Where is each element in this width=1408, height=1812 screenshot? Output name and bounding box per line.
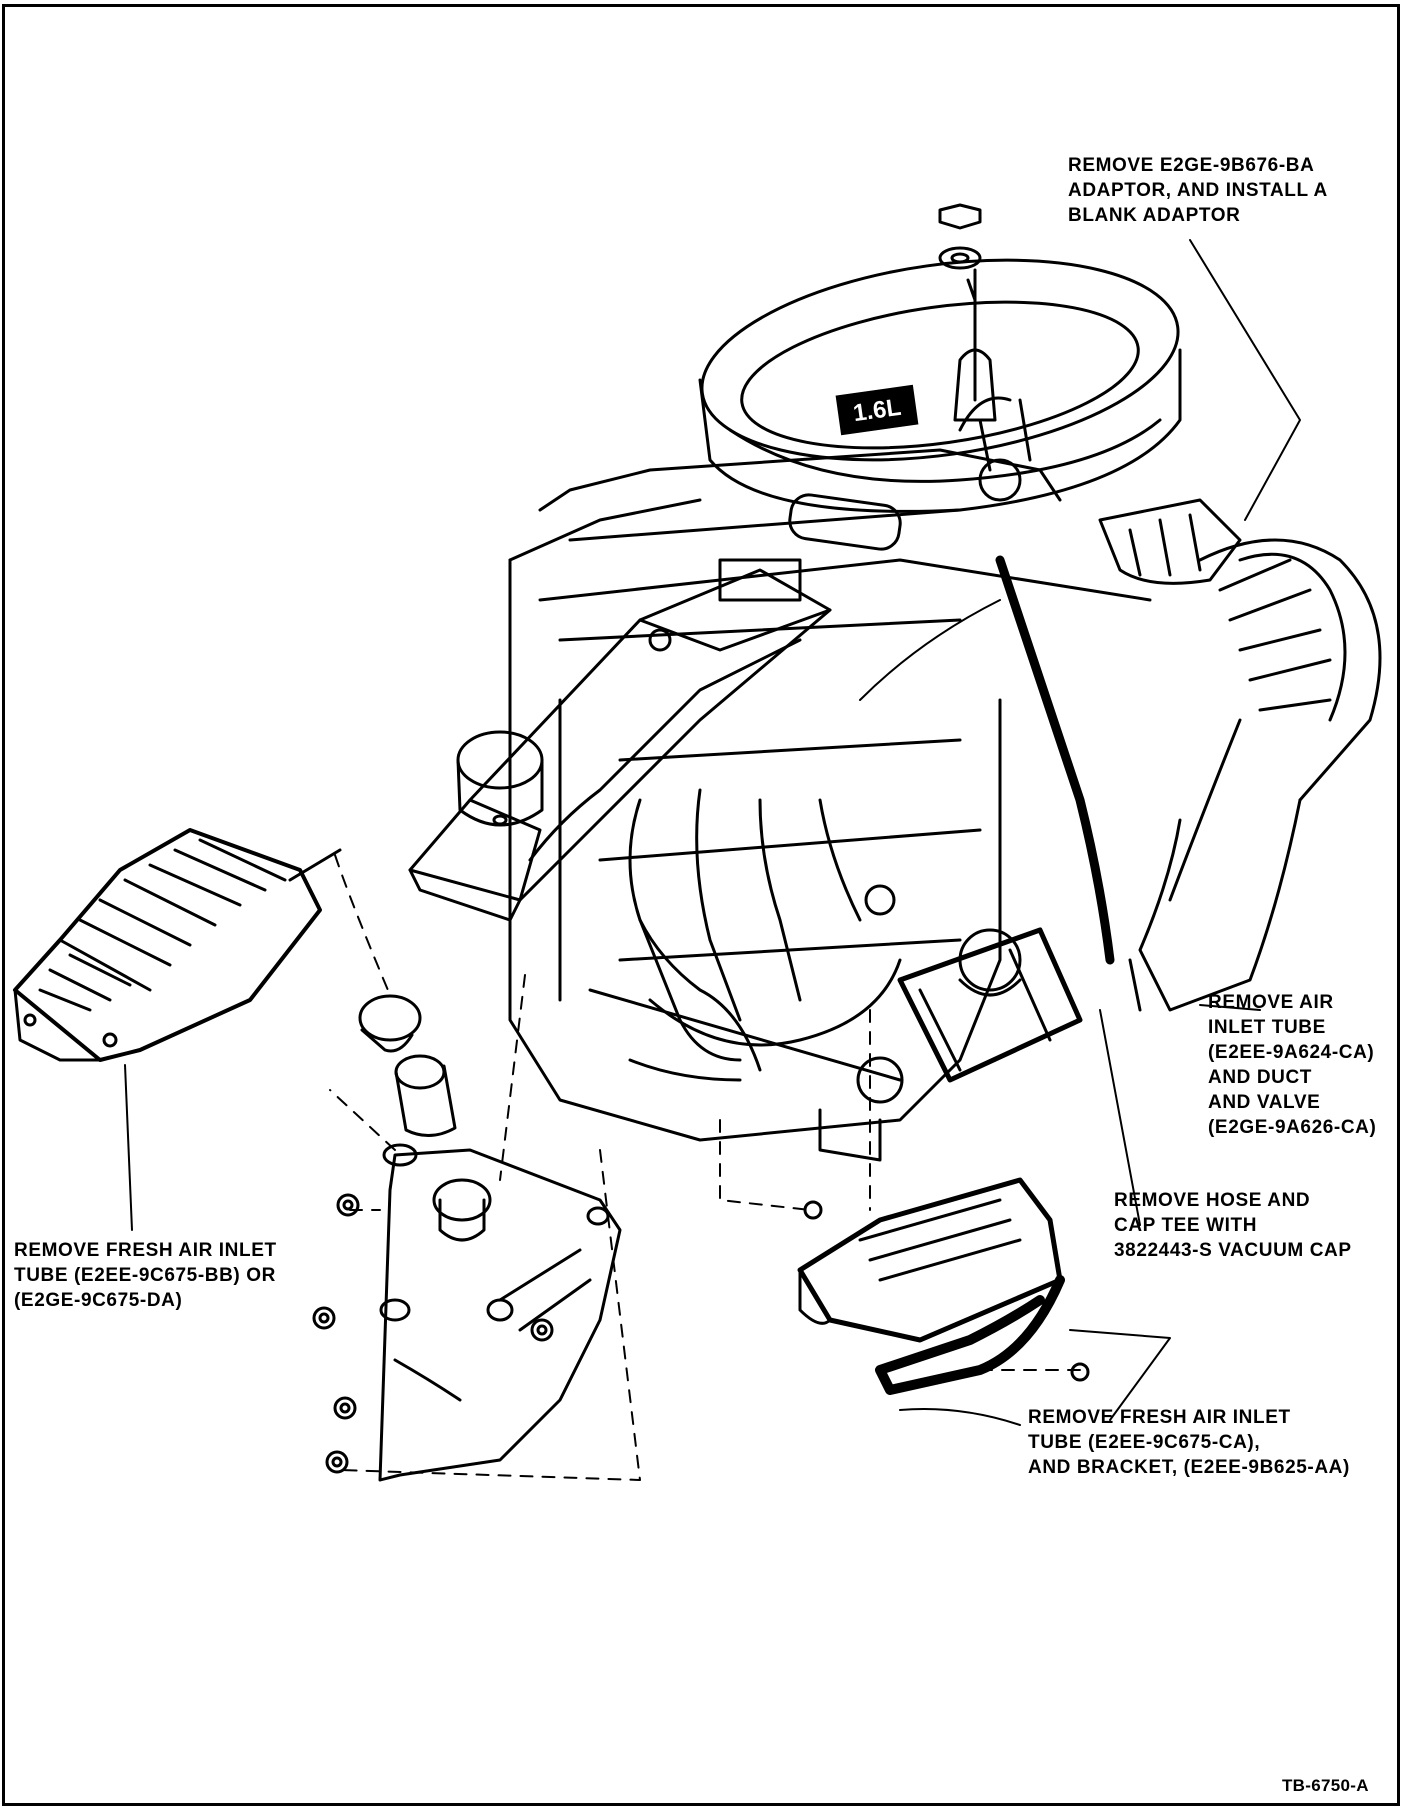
figure-frame bbox=[2, 4, 1400, 1806]
adaptor bbox=[1098, 498, 1242, 585]
callout-adaptor: REMOVE E2GE-9B676-BA ADAPTOR, AND INSTAL… bbox=[1068, 155, 1328, 226]
callout-fresh-air-left: REMOVE FRESH AIR INLET TUBE (E2EE-9C675-… bbox=[14, 1240, 277, 1311]
air-cleaner bbox=[698, 258, 1182, 551]
exhaust-manifold bbox=[628, 788, 862, 1082]
cap-tee-hose bbox=[897, 927, 1083, 1083]
callout-air-inlet-tube: REMOVE AIR INLET TUBE (E2EE-9A624-CA) AN… bbox=[1208, 992, 1377, 1138]
fresh-air-tube-pieces bbox=[358, 994, 457, 1137]
engine-block bbox=[508, 498, 1152, 1162]
figure-id: TB-6750-A bbox=[1282, 1776, 1369, 1795]
leader-lines bbox=[124, 239, 1301, 1426]
wing-nut bbox=[938, 203, 982, 302]
callout-fresh-air-bottom: REMOVE FRESH AIR INLET TUBE (E2EE-9C675-… bbox=[1028, 1407, 1350, 1478]
air-inlet-tube bbox=[1128, 538, 1382, 1012]
fresh-air-inlet-tube-left bbox=[13, 828, 342, 1062]
thermostatic-valve bbox=[456, 730, 544, 827]
assembly-dashes bbox=[329, 854, 1081, 1481]
callout-hose-cap-tee: REMOVE HOSE AND CAP TEE WITH 3822443-S V… bbox=[1114, 1190, 1352, 1261]
engine-badge-text: 1.6L bbox=[851, 394, 902, 427]
vacuum-hose bbox=[859, 555, 1115, 965]
shroud-cover bbox=[378, 1143, 622, 1482]
engine-badge: 1.6L bbox=[835, 384, 919, 436]
